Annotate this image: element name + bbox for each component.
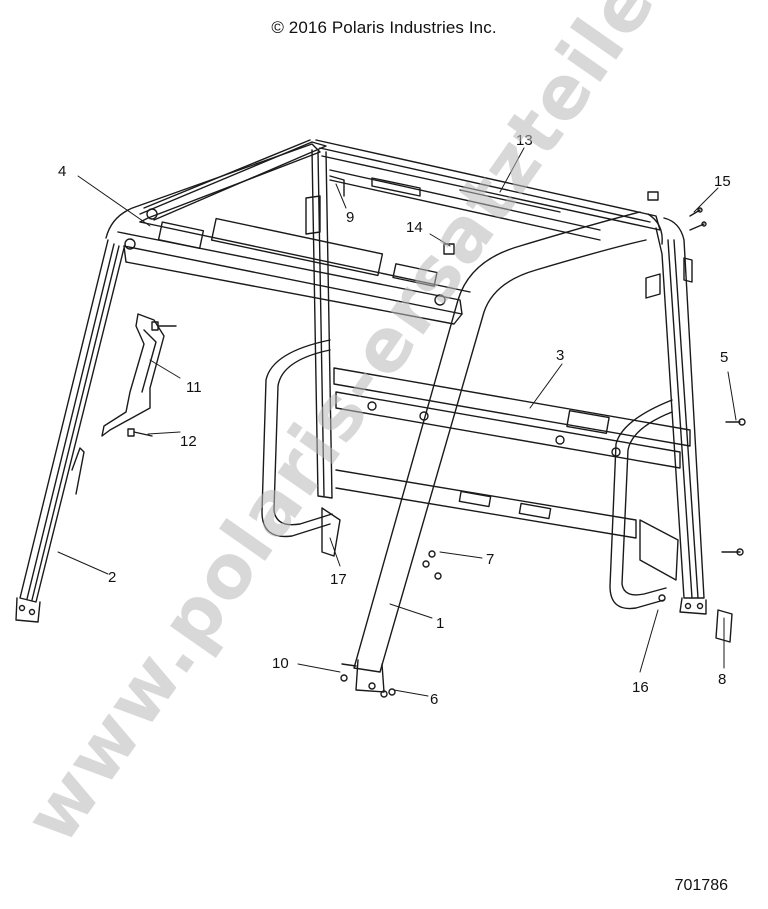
- left-rear-pillar: [15, 239, 125, 623]
- handle-bracket: [101, 313, 165, 437]
- callout-7: 7: [486, 551, 494, 568]
- callout-12: 12: [180, 433, 197, 450]
- watermark: www.polaris-ersatzteile.de: [8, 0, 751, 858]
- right-rear-pillar: [645, 217, 707, 615]
- callout-17: 17: [330, 571, 347, 588]
- callout-1: 1: [436, 615, 444, 632]
- callout-3: 3: [556, 347, 564, 364]
- callout-5: 5: [720, 349, 728, 366]
- callout-13: 13: [516, 132, 533, 149]
- center-rear-post: [305, 149, 345, 499]
- callout-4: 4: [58, 163, 66, 180]
- top-side-rail: [139, 139, 661, 241]
- callout-11: 11: [186, 379, 202, 396]
- callout-10: 10: [272, 655, 289, 672]
- callout-16: 16: [632, 679, 649, 696]
- right-grab-handle: [609, 399, 679, 610]
- fasteners: [127, 191, 746, 698]
- front-pillar: [341, 211, 663, 693]
- callout-2: 2: [108, 569, 116, 586]
- callout-9: 9: [346, 209, 354, 226]
- document-number: 701786: [674, 877, 728, 894]
- callout-6: 6: [430, 691, 438, 708]
- callout-8: 8: [718, 671, 726, 688]
- callout-14: 14: [406, 219, 423, 236]
- leader-lines: [57, 147, 737, 697]
- callout-15: 15: [714, 173, 731, 190]
- left-grab-handle: [261, 339, 341, 557]
- copyright-notice: © 2016 Polaris Industries Inc.: [271, 18, 497, 37]
